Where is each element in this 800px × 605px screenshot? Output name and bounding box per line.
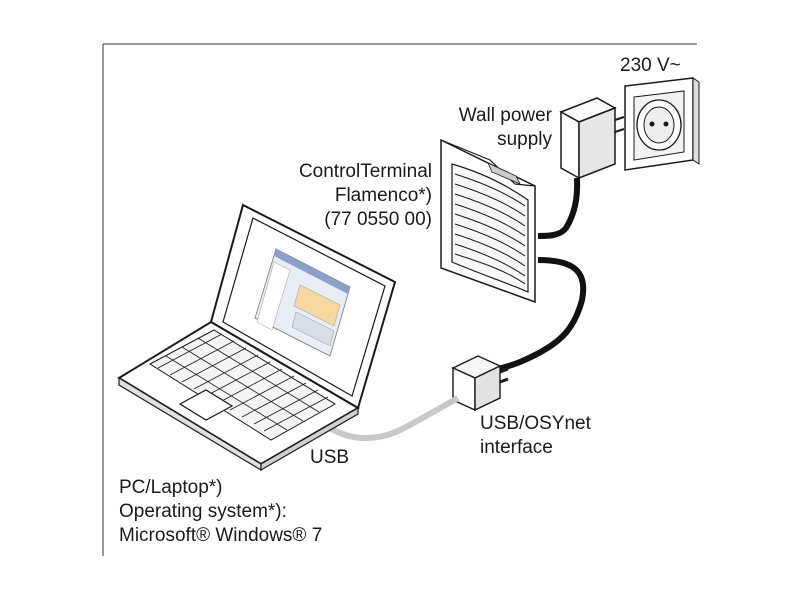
usb-label: USB — [310, 447, 350, 468]
usb-cable — [328, 395, 460, 442]
pc-laptop-label: PC/Laptop*) Operating system*): Microsof… — [119, 476, 322, 548]
usb-osynet-interface-icon — [451, 355, 509, 412]
power-supply-label-line-2: supply — [497, 129, 552, 150]
touchpad — [178, 389, 234, 421]
usb-osynet-label-line-2: interface — [480, 437, 553, 458]
laptop-icon — [117, 203, 397, 472]
wall-socket-icon — [624, 77, 700, 171]
usb-osynet-label-line-1: USB/OSYnet — [480, 413, 591, 434]
control-terminal-label: ControlTerminal Flamenco*) (77 0550 00) — [262, 160, 432, 232]
power-supply-label-line-1: Wall power — [458, 105, 552, 126]
control-terminal-label-line-3: (77 0550 00) — [324, 209, 432, 230]
power-supply-icon — [559, 97, 625, 180]
control-terminal-icon — [440, 138, 536, 304]
pc-laptop-label-line-3: Microsoft® Windows® 7 — [119, 525, 323, 546]
pc-laptop-label-line-1: PC/Laptop*) — [119, 477, 223, 498]
power-cable — [537, 177, 581, 239]
usb-osynet-label: USB/OSYnet interface — [480, 412, 591, 460]
control-terminal-label-line-2: Flamenco*) — [334, 185, 432, 206]
power-supply-label: Wall power supply — [430, 104, 552, 152]
pc-laptop-label-line-2: Operating system*): — [119, 501, 287, 522]
control-terminal-label-line-1: ControlTerminal — [298, 161, 432, 182]
osynet-cable — [497, 257, 587, 372]
voltage-label: 230 V~ — [620, 55, 681, 76]
